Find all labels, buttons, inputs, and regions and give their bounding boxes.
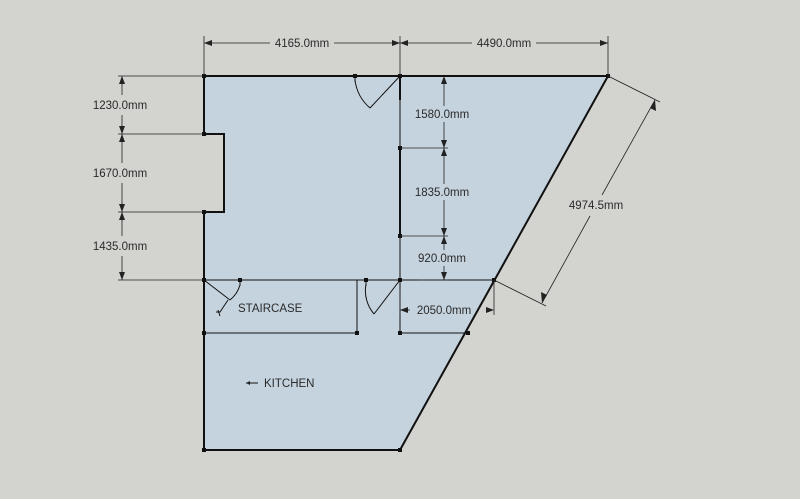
- floor-area: [204, 76, 608, 450]
- dim-diagonal-label: 4974.5mm: [569, 200, 623, 212]
- dim-top-left-label: 4165.0mm: [275, 38, 329, 50]
- dim-top-right-label: 4490.0mm: [477, 38, 531, 50]
- dim-top-left: 4165.0mm: [203, 36, 401, 76]
- dim-step-label: 2050.0mm: [417, 305, 471, 317]
- dim-step: 2050.0mm: [399, 280, 495, 317]
- dim-left-lower-label: 1435.0mm: [93, 241, 147, 253]
- dim-left-chain: 1230.0mm 1670.0mm 1435.0mm: [93, 75, 204, 281]
- dim-top-right: 4490.0mm: [400, 36, 609, 76]
- dim-diagonal: 4974.5mm: [493, 75, 661, 307]
- kitchen-label-group: KITCHEN: [246, 378, 314, 390]
- dim-left-middle-label: 1670.0mm: [93, 168, 147, 180]
- staircase-label-group: STAIRCASE: [216, 299, 303, 317]
- staircase-label: STAIRCASE: [238, 303, 303, 315]
- kitchen-label: KITCHEN: [264, 378, 314, 390]
- dim-inner-upper-label: 1580.0mm: [415, 109, 469, 121]
- dim-left-upper-label: 1230.0mm: [93, 100, 147, 112]
- dim-inner-lower-label: 920.0mm: [418, 253, 466, 265]
- dim-inner-middle-label: 1835.0mm: [415, 187, 469, 199]
- dim-inner-chain: 1580.0mm 1835.0mm 920.0mm: [400, 76, 469, 281]
